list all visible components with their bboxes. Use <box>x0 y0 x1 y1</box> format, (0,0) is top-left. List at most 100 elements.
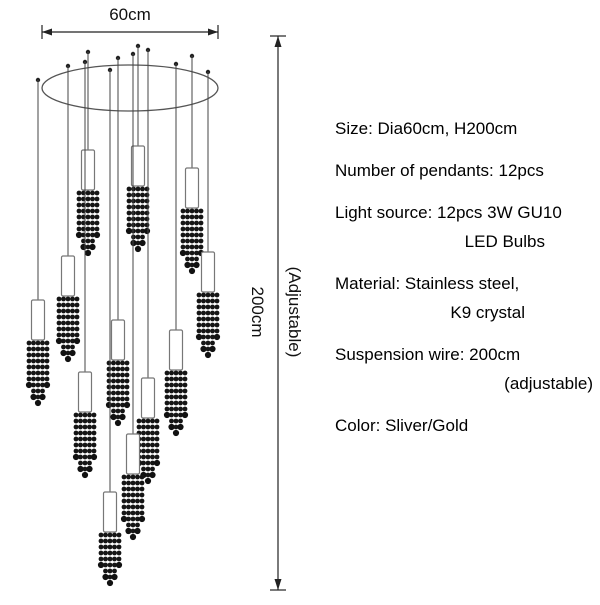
pendant-cylinder <box>140 377 156 419</box>
crystal-drop <box>93 231 101 239</box>
spec-pendant-count-text: Number of pendants: 12pcs <box>335 161 544 180</box>
crystal-drop <box>163 411 171 419</box>
crystal-drop <box>195 333 203 341</box>
crystal-drop <box>125 227 133 235</box>
crystal-drop <box>73 337 81 345</box>
pendants-group <box>25 43 221 587</box>
width-dimension: 60cm <box>41 5 219 39</box>
crystal-drop <box>168 423 175 431</box>
crystal-drop <box>172 429 180 437</box>
crystal-drop <box>97 561 105 569</box>
pendant-cylinder <box>200 251 216 293</box>
spec-color: Color: Sliver/Gold <box>335 411 593 440</box>
crystal-drop <box>25 381 33 389</box>
crystal-drop <box>30 393 37 401</box>
spec-light-source-line2: LED Bulbs <box>464 232 545 251</box>
crystal-drop <box>125 527 132 535</box>
crystal-drop <box>181 411 189 419</box>
height-dimension: 200cm (Adjustable) <box>248 35 304 591</box>
ceiling-canopy <box>41 64 219 112</box>
crystal-drop <box>75 231 83 239</box>
crystal-drop <box>179 249 187 257</box>
crystal-drop <box>72 453 80 461</box>
height-adjustable-note: (Adjustable) <box>285 267 304 358</box>
pendant <box>135 47 161 485</box>
crystal-drop <box>110 413 117 421</box>
crystal-drop <box>39 393 46 401</box>
spec-light-source: Light source: 12pcs 3W GU10 LED Bulbs <box>335 198 593 256</box>
crystal-drop <box>184 261 191 269</box>
crystal-drop <box>55 337 63 345</box>
crystal-drop <box>114 419 122 427</box>
pendant <box>120 51 146 541</box>
pendant-cylinder <box>102 491 118 533</box>
arrow-down-icon <box>274 579 282 590</box>
crystal-drop <box>153 459 161 467</box>
pendant <box>25 77 51 407</box>
crystal-drop <box>123 401 131 409</box>
pendant-cylinder <box>110 319 126 361</box>
pendant <box>55 63 81 363</box>
crystal-drop <box>111 573 118 581</box>
pendant <box>97 67 123 587</box>
crystal-drop <box>86 465 93 473</box>
pendant <box>105 55 131 427</box>
arrow-right-icon <box>208 28 218 36</box>
crystal-drop <box>106 579 114 587</box>
pendant <box>125 43 151 253</box>
pendant-cylinder <box>77 371 93 413</box>
crystal-drop <box>115 561 123 569</box>
pendant-cylinder <box>184 167 200 209</box>
crystal-drop <box>64 355 72 363</box>
spec-material-line1: Material: Stainless steel, <box>335 274 520 293</box>
crystal-drop <box>139 239 146 247</box>
pendant <box>72 59 98 479</box>
crystal-drop <box>90 453 98 461</box>
crystal-drop <box>204 351 212 359</box>
arrow-up-icon <box>274 36 282 47</box>
crystal-drop <box>193 261 200 269</box>
crystal-drop <box>177 423 184 431</box>
crystal-drop <box>200 345 207 353</box>
crystal-drop <box>43 381 51 389</box>
crystal-drop <box>129 533 137 541</box>
spec-size-text: Size: Dia60cm, H200cm <box>335 119 518 138</box>
crystal-drop <box>60 349 67 357</box>
crystal-drop <box>105 401 113 409</box>
crystal-drop <box>138 515 146 523</box>
crystal-drop <box>134 527 141 535</box>
crystal-drop <box>120 515 128 523</box>
pendant <box>195 69 221 359</box>
chandelier-diagram: 60cm 200cm (Adjustable) <box>25 5 304 591</box>
pendant-cylinder <box>30 299 46 341</box>
spec-list: Size: Dia60cm, H200cm Number of pendants… <box>335 114 593 453</box>
crystal-drop <box>134 245 142 253</box>
pendant-cylinder <box>60 255 76 297</box>
crystal-drop <box>84 249 92 257</box>
arrow-left-icon <box>42 28 52 36</box>
spec-suspension-wire: Suspension wire: 200cm (adjustable) <box>335 340 593 398</box>
crystal-drop <box>77 465 84 473</box>
width-dimension-label: 60cm <box>109 5 151 24</box>
crystal-drop <box>209 345 216 353</box>
pendant <box>75 49 101 257</box>
spec-light-source-line1: Light source: 12pcs 3W GU10 <box>335 203 562 222</box>
spec-suspension-wire-line2: (adjustable) <box>504 374 593 393</box>
crystal-drop <box>144 477 152 485</box>
pendant-cylinder <box>168 329 184 371</box>
crystal-drop <box>213 333 221 341</box>
spec-color-text: Color: Sliver/Gold <box>335 416 469 435</box>
spec-size: Size: Dia60cm, H200cm <box>335 114 593 143</box>
crystal-drop <box>34 399 42 407</box>
pendant <box>179 53 205 275</box>
crystal-drop <box>149 471 156 479</box>
height-dimension-label: 200cm <box>248 286 267 337</box>
spec-material-line2: K9 crystal <box>450 303 525 322</box>
pendant-cylinder <box>80 149 96 191</box>
pendant <box>163 61 189 437</box>
crystal-drop <box>81 471 89 479</box>
spec-pendant-count: Number of pendants: 12pcs <box>335 156 593 185</box>
spec-material: Material: Stainless steel, K9 crystal <box>335 269 593 327</box>
spec-suspension-wire-line1: Suspension wire: 200cm <box>335 345 521 364</box>
